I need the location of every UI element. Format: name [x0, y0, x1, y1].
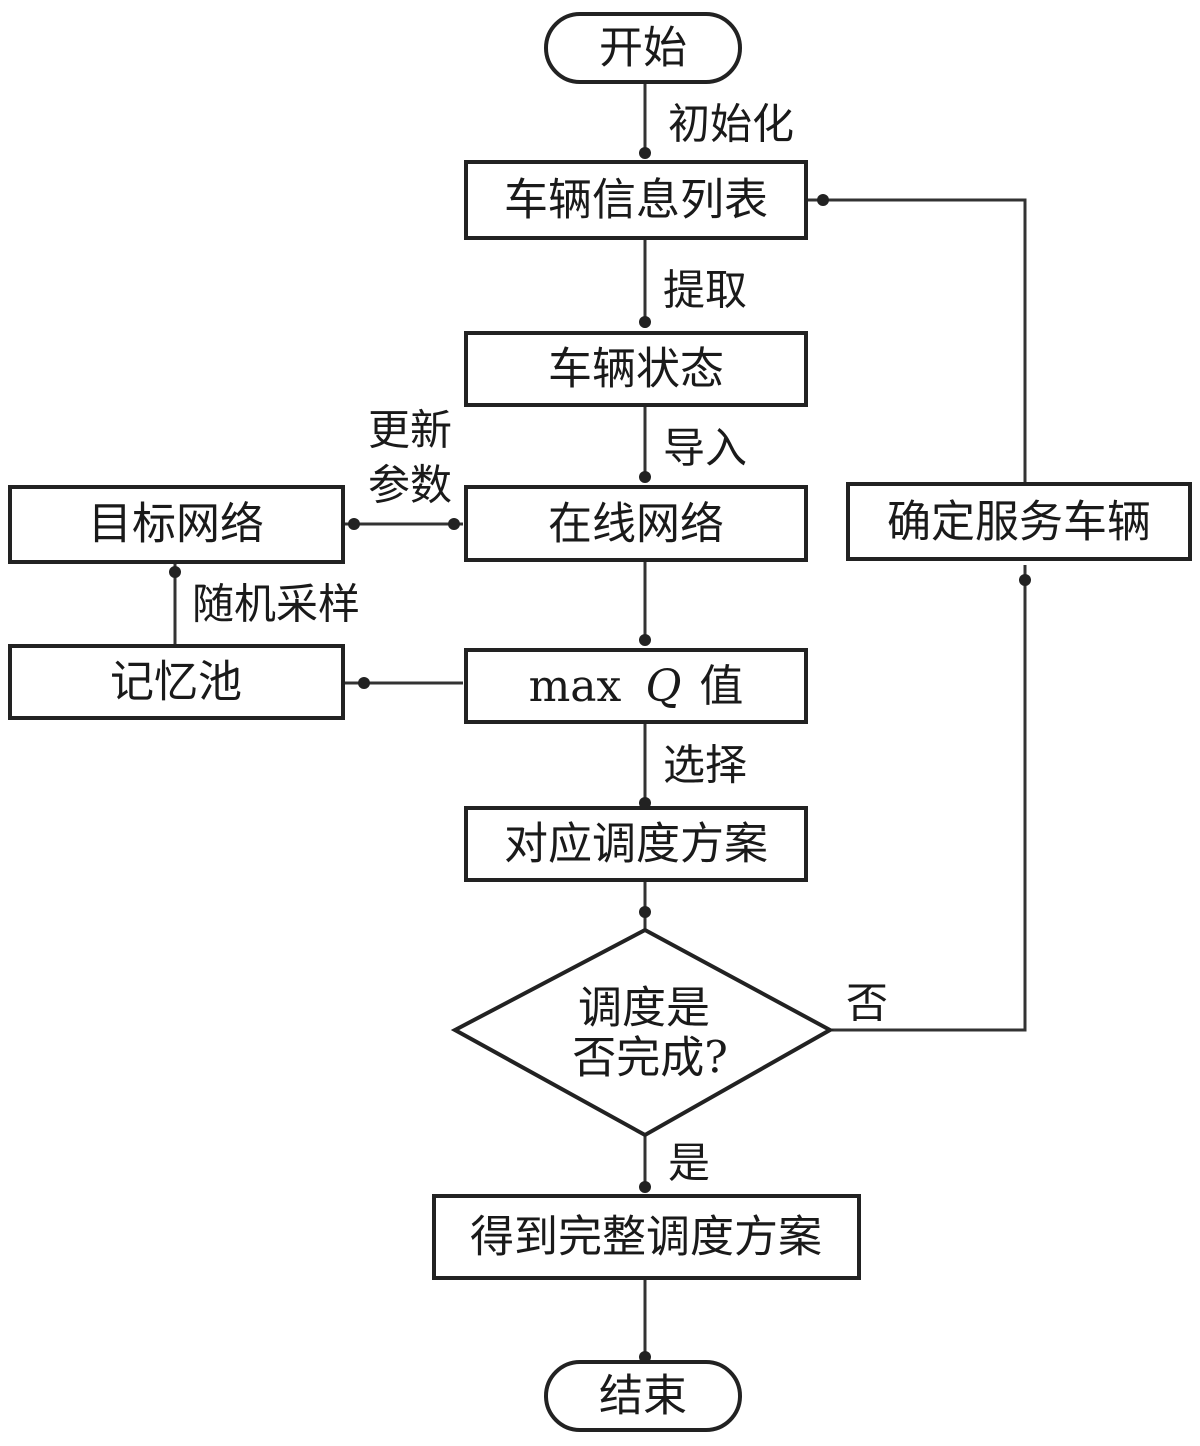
target-network-label: 目标网络: [88, 499, 264, 550]
arrow-dot: [639, 316, 651, 328]
max-q-symbol: Q: [645, 661, 681, 712]
node-online-network: 在线网络: [464, 485, 808, 562]
node-target-network: 目标网络: [8, 485, 345, 564]
arrow-dot: [817, 194, 829, 206]
decision-label-line2: 否完成?: [572, 1033, 728, 1084]
max-q-suffix: 值: [699, 661, 743, 712]
arrow-dot: [639, 906, 651, 918]
arrow-dot: [639, 634, 651, 646]
arrow-dot: [639, 471, 651, 483]
node-determine-vehicle: 确定服务车辆: [846, 482, 1192, 561]
node-vehicle-info-list: 车辆信息列表: [464, 160, 808, 240]
determine-vehicle-label: 确定服务车辆: [887, 497, 1151, 548]
max-q-prefix: max: [529, 661, 622, 712]
max-q-label: max Q 值: [529, 661, 744, 712]
arrow-dot: [639, 1181, 651, 1193]
arrow-dot: [1019, 574, 1031, 586]
edge-label-update-line2: 参数: [368, 461, 452, 510]
arrow-dot: [639, 147, 651, 159]
edge-labels: 初始化 提取 导入 更新 参数 随机采样 选择 否 是: [192, 100, 888, 1188]
edge-label-import: 导入: [663, 424, 747, 473]
node-start: 开始: [544, 12, 742, 84]
arrow-dot: [448, 518, 460, 530]
edge-label-yes: 是: [668, 1139, 710, 1188]
edge-determine-to-info: [808, 198, 1027, 484]
edge-label-update-line1: 更新: [368, 406, 452, 455]
online-network-label: 在线网络: [548, 499, 724, 550]
node-memory-pool: 记忆池: [8, 644, 345, 720]
arrow-dot: [348, 518, 360, 530]
arrow-dot: [169, 566, 181, 578]
node-vehicle-state: 车辆状态: [464, 331, 808, 407]
node-decision: 调度是 否完成?: [450, 927, 835, 1138]
node-complete-plan: 得到完整调度方案: [432, 1194, 861, 1280]
node-end: 结束: [544, 1360, 742, 1432]
connector-dots: [169, 147, 1031, 1363]
decision-label-line1: 调度是: [578, 983, 710, 1034]
start-label: 开始: [599, 23, 687, 74]
edge-label-initialize: 初始化: [668, 100, 794, 149]
vehicle-info-list-label: 车辆信息列表: [504, 175, 768, 226]
edge-label-select: 选择: [663, 741, 747, 790]
arrow-dot: [358, 677, 370, 689]
edge-label-no: 否: [846, 979, 888, 1028]
connectors: [173, 82, 1027, 1362]
vehicle-state-label: 车辆状态: [548, 344, 724, 395]
schedule-plan-label: 对应调度方案: [504, 819, 768, 870]
node-max-q: max Q 值: [464, 648, 808, 724]
node-schedule-plan: 对应调度方案: [464, 806, 808, 882]
edge-label-extract: 提取: [663, 266, 747, 315]
complete-plan-label: 得到完整调度方案: [470, 1212, 822, 1263]
end-label: 结束: [599, 1371, 687, 1422]
edge-label-random-sample: 随机采样: [192, 580, 360, 629]
edge-decision-no-to-determine: [830, 565, 1027, 1032]
memory-pool-label: 记忆池: [110, 657, 242, 708]
